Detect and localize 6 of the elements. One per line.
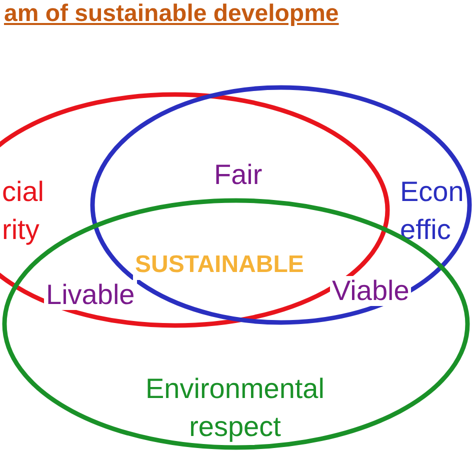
set-label: Environmental respect <box>144 372 326 444</box>
set-label: cial rity <box>2 175 46 247</box>
overlap-label: Viable <box>330 276 412 306</box>
set-label: Econ effic <box>400 175 465 247</box>
diagram-title: am of sustainable developme <box>4 0 339 28</box>
overlap-label: Livable <box>44 280 137 310</box>
